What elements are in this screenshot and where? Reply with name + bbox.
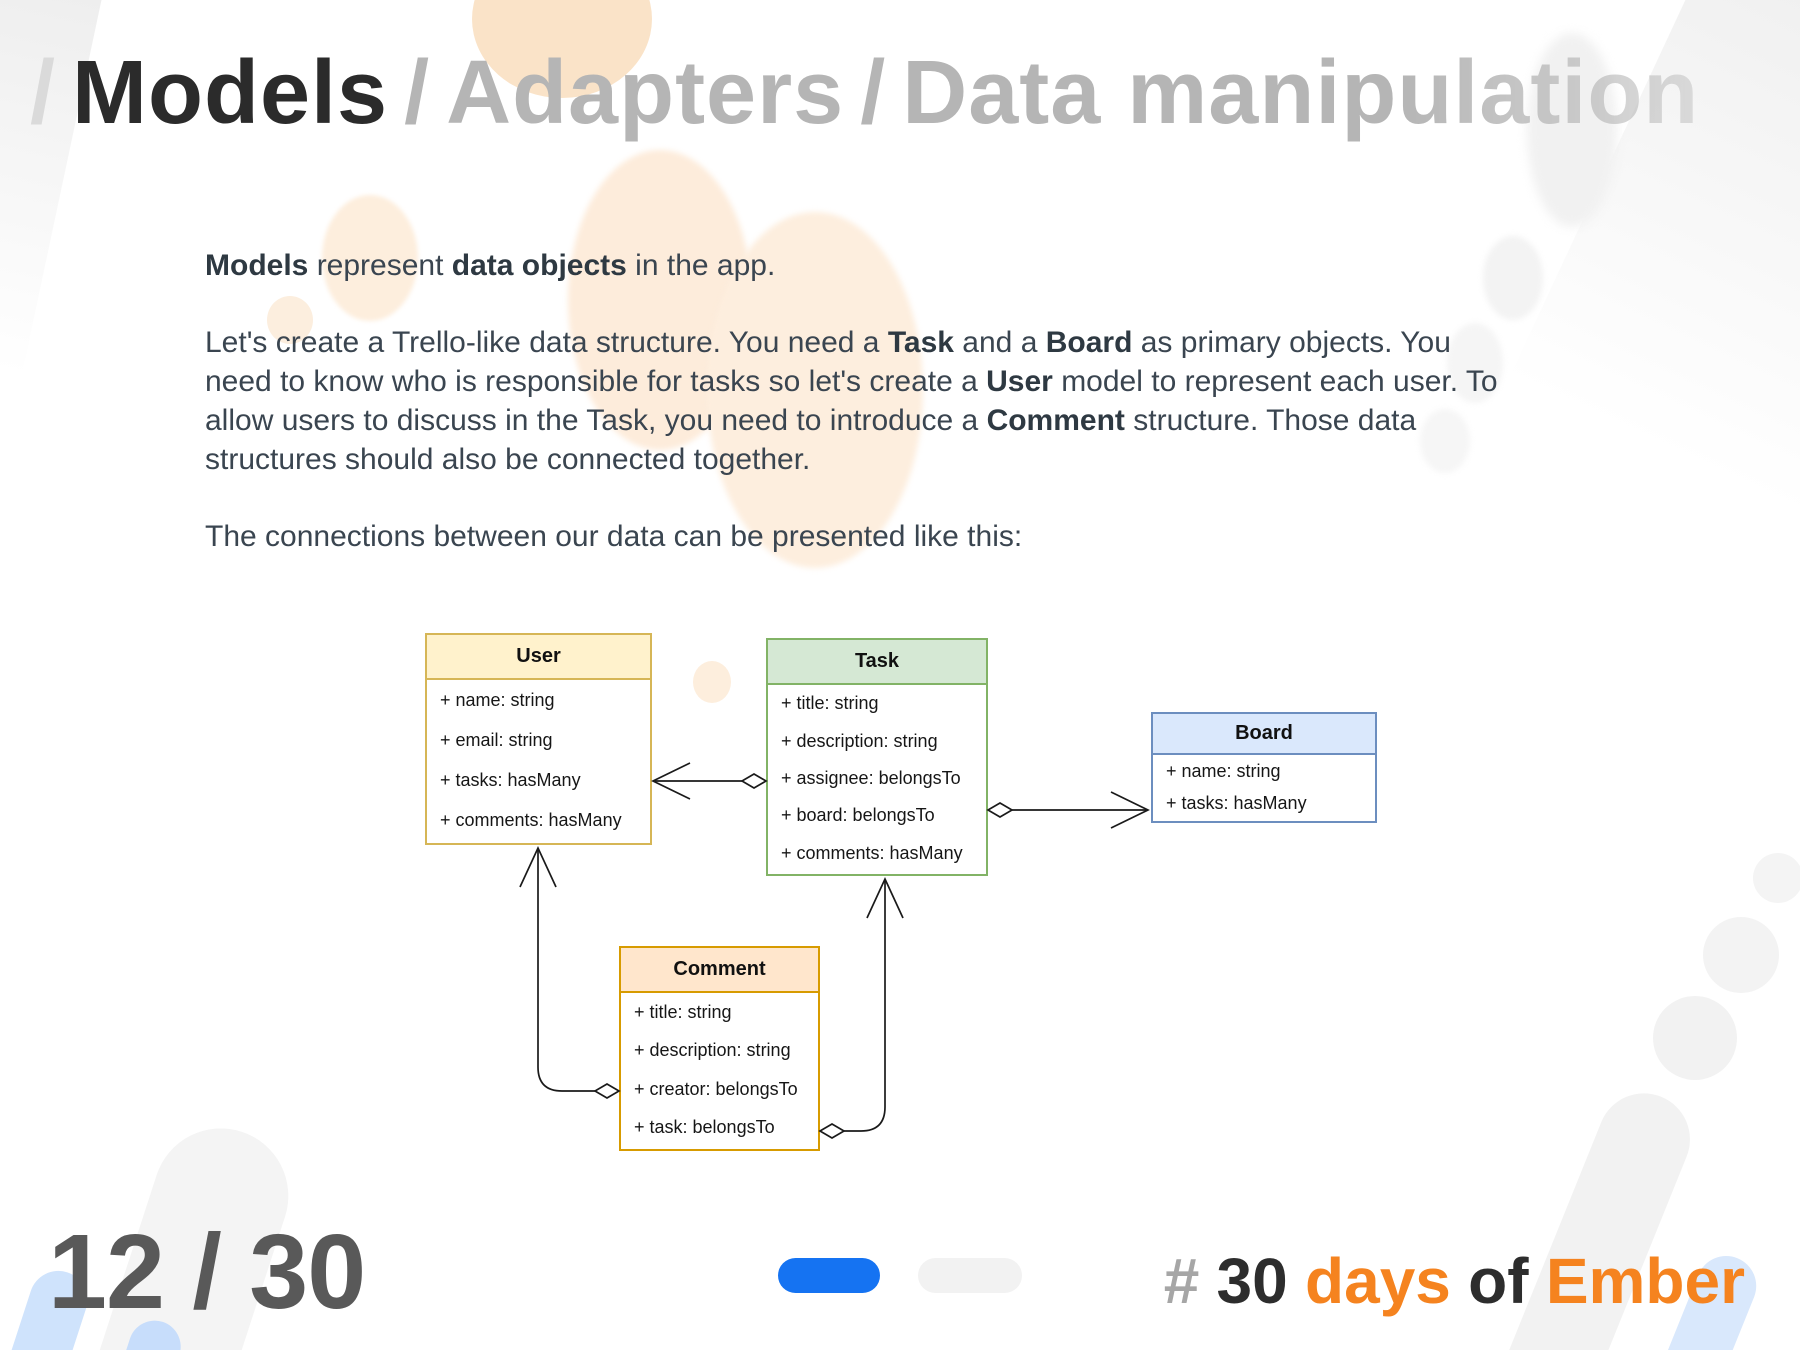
open-arrowhead-icon (866, 876, 904, 919)
text-segment: as primary objects. You need to know who… (205, 326, 1451, 398)
decor-gray-bead (1420, 409, 1470, 473)
paragraph-intro: Models represent data objects in the app… (205, 246, 1505, 285)
entity-field: + assignee: belongsTo (781, 767, 961, 788)
decor-gray-circle (1653, 996, 1737, 1080)
arrow-comment-user (537, 849, 595, 1092)
text-segment: User (986, 365, 1053, 398)
brand-word: of (1468, 1245, 1529, 1317)
decor-peach-blob (707, 212, 923, 568)
brand-word: Ember (1545, 1245, 1745, 1317)
entity-field: + tasks: hasMany (1166, 792, 1307, 813)
breadcrumb-slash: / (30, 43, 57, 143)
entity-box-task: Task + title: string + description: stri… (766, 638, 988, 876)
entity-title: Task (768, 640, 986, 685)
entity-field: + name: string (1166, 760, 1281, 781)
text-segment: Models (205, 249, 309, 282)
entity-field: + task: belongsTo (634, 1117, 775, 1138)
entity-field: + comments: hasMany (781, 842, 963, 863)
text-segment: represent (308, 249, 452, 282)
open-arrowhead-icon (651, 762, 691, 800)
entity-field: + tasks: hasMany (440, 770, 581, 791)
text-segment: model to represent each user. To allow u… (205, 365, 1498, 437)
entity-field: + description: string (634, 1040, 791, 1061)
aggregation-diamond-icon (986, 802, 1014, 818)
text-segment: structure. Those data structures should … (205, 404, 1417, 476)
page-number: 12 / 30 (48, 1213, 366, 1331)
breadcrumb-item-models[interactable]: Models (72, 43, 389, 143)
hash-icon: # (1163, 1245, 1200, 1317)
brand-word: days (1305, 1245, 1451, 1317)
text-segment: The connections between our data can be … (205, 520, 1023, 553)
entity-field: + comments: hasMany (440, 810, 622, 831)
entity-field: + title: string (781, 693, 879, 714)
aggregation-diamond-icon (818, 1123, 846, 1139)
entity-field: + email: string (440, 729, 553, 750)
entity-title: User (427, 635, 650, 680)
entity-field: + description: string (781, 730, 938, 751)
aggregation-diamond-icon (740, 773, 768, 789)
breadcrumb-item-data-manipulation[interactable]: Data manipulation (902, 43, 1700, 143)
open-arrowhead-icon (519, 845, 557, 888)
open-arrowhead-icon (1110, 791, 1150, 829)
decor-gray-bead (1483, 236, 1543, 320)
aggregation-diamond-icon (593, 1083, 621, 1099)
paragraph-connections: The connections between our data can be … (205, 517, 1505, 556)
entity-field: + title: string (634, 1001, 732, 1022)
text-segment: data objects (451, 249, 627, 282)
entity-field: + creator: belongsTo (634, 1078, 798, 1099)
entity-box-board: Board + name: string + tasks: hasMany (1151, 712, 1377, 823)
slide-body-text: Models represent data objects in the app… (205, 246, 1505, 556)
decor-peach-blob (267, 296, 313, 344)
progress-pill-current[interactable] (778, 1258, 880, 1293)
entity-field: + board: belongsTo (781, 805, 935, 826)
text-segment: Let's create a Trello-like data structur… (205, 326, 888, 359)
arrow-comment-task (844, 880, 886, 1132)
entity-title: Board (1153, 714, 1375, 755)
paragraph-structure: Let's create a Trello-like data structur… (205, 323, 1505, 479)
entity-title: Comment (621, 948, 818, 993)
breadcrumb-slash: / (404, 43, 431, 143)
decor-gray-circle (1703, 917, 1779, 993)
breadcrumb-slash: / (860, 43, 887, 143)
decor-peach-blob (322, 195, 418, 321)
decor-gray-bead (1447, 323, 1503, 403)
entity-box-comment: Comment + title: string + description: s… (619, 946, 820, 1151)
decor-gray-bead (1527, 33, 1617, 227)
text-segment: and a (953, 326, 1046, 359)
text-segment: Task (887, 326, 954, 359)
text-segment: in the app. (626, 249, 776, 282)
entity-box-user: User + name: string + email: string + ta… (425, 633, 652, 845)
text-segment: Comment (986, 404, 1125, 437)
breadcrumb: /Models/Adapters/Data manipulation (30, 44, 1800, 143)
entity-field: + name: string (440, 689, 555, 710)
breadcrumb-item-adapters[interactable]: Adapters (446, 43, 845, 143)
text-segment: Board (1045, 326, 1133, 359)
brand-word: 30 (1216, 1245, 1288, 1317)
decor-gray-circle (1753, 853, 1800, 903)
progress-pill-upcoming[interactable] (918, 1258, 1022, 1293)
decor-peach-blob (693, 661, 731, 703)
